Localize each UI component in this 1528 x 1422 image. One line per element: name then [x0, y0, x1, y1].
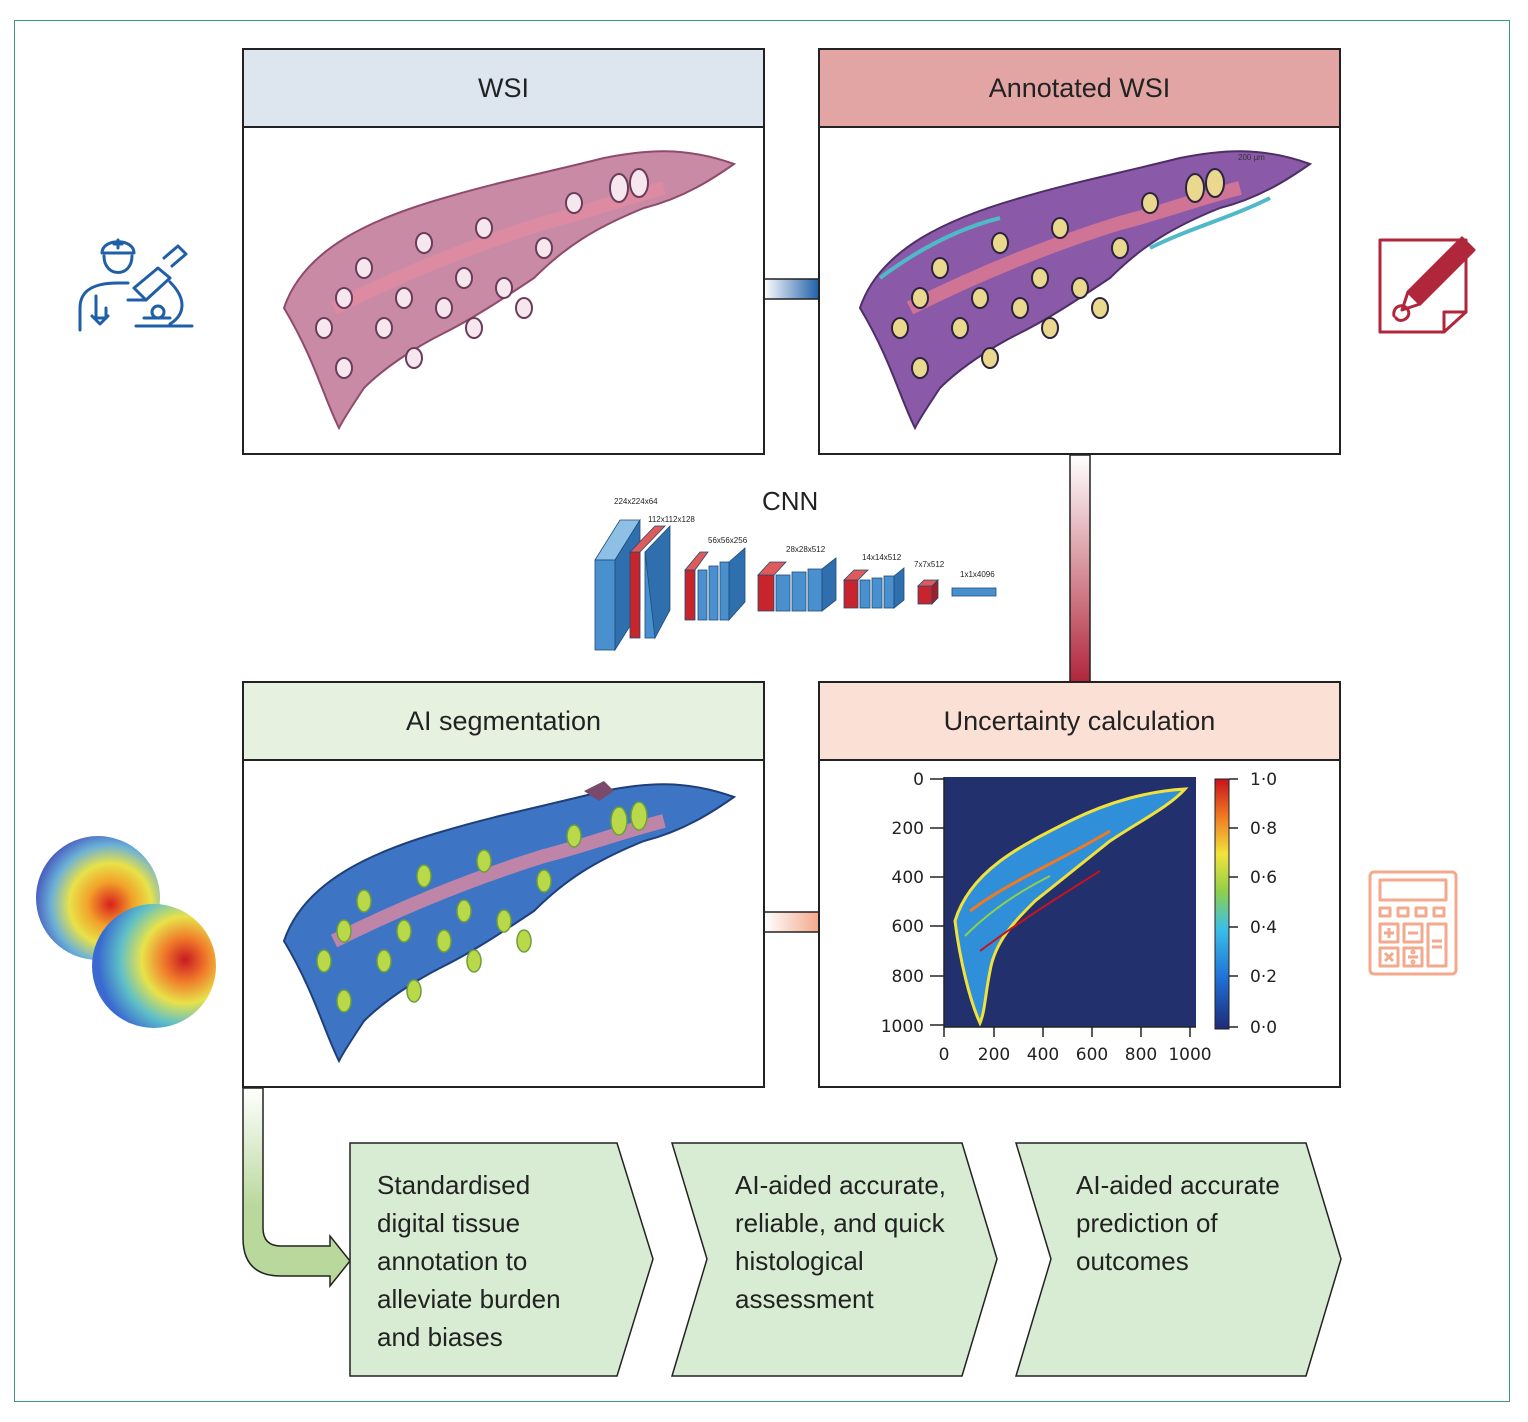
uncertainty-title: Uncertainty calculation: [943, 705, 1216, 736]
outcome-1-line-1: Standardised: [377, 1170, 531, 1200]
uncertainty-heatmap: 0 200 400 600 800 1000 0 200 400 600 8: [881, 770, 1277, 1065]
y-tick-1000: 1000: [881, 1017, 924, 1037]
annotated-wsi-panel: Annotated WSI 200 µm: [818, 48, 1341, 455]
wsi-header: WSI: [244, 50, 763, 128]
annotated-tissue-image: 200 µm: [858, 150, 1313, 431]
cnn-layer-label-2: 112x112x128: [648, 515, 695, 524]
outcome-2-line-4: assessment: [735, 1284, 874, 1314]
outcome-3-line-3: outcomes: [1076, 1246, 1189, 1276]
cnn-layer-label-4: 28x28x512: [786, 545, 826, 554]
cbar-tick-1: 1·0: [1250, 770, 1277, 790]
annotated-wsi-image-area: 200 µm: [820, 128, 1339, 453]
outcome-text-3: AI-aided accurate prediction of outcomes: [1076, 1166, 1280, 1280]
y-tick-400: 400: [892, 868, 924, 888]
wsi-tissue-image: [282, 150, 737, 431]
outcome-arrow-1: [349, 1142, 654, 1377]
cnn-layer-label-7: 1x1x4096: [960, 570, 995, 579]
outcome-3-line-1: AI-aided accurate: [1076, 1170, 1280, 1200]
x-tick-800: 800: [1125, 1045, 1157, 1065]
outcome-2-line-2: reliable, and quick: [735, 1208, 945, 1238]
cnn-architecture: 224x224x64 112x112x128 56x56x256 28x28x5…: [594, 497, 997, 652]
uncertainty-header: Uncertainty calculation: [820, 683, 1339, 761]
wsi-image-area: [244, 128, 763, 453]
colorbar: [1214, 778, 1230, 1030]
cnn-layer-label-6: 7x7x512: [914, 560, 945, 569]
cbar-tick-0: 0·0: [1250, 1018, 1277, 1038]
outcome-2-line-1: AI-aided accurate,: [735, 1170, 947, 1200]
heatmap-circles-icon: [36, 836, 216, 1028]
x-tick-600: 600: [1076, 1045, 1108, 1065]
x-tick-0: 0: [939, 1045, 950, 1065]
ai-segmentation-image-area: [244, 761, 763, 1086]
ai-segmentation-header: AI segmentation: [244, 683, 763, 761]
cnn-layer-label-5: 14x14x512: [862, 553, 902, 562]
outcome-1-line-3: annotation to: [377, 1246, 528, 1276]
outcome-arrow-3: [1014, 1142, 1342, 1377]
heatmap-circle-2: [92, 904, 216, 1028]
annotated-wsi-header: Annotated WSI: [820, 50, 1339, 128]
figure-frame: [14, 20, 1510, 1402]
annotated-scale-label: 200 µm: [1238, 153, 1265, 162]
wsi-panel: WSI: [242, 48, 765, 455]
cbar-tick-0.8: 0·8: [1250, 819, 1277, 839]
outcome-arrow-2: [670, 1142, 998, 1377]
outcome-2-line-3: histological: [735, 1246, 864, 1276]
calculator-icon: [1368, 870, 1458, 976]
uncertainty-panel: Uncertainty calculation: [818, 681, 1341, 1088]
wsi-title: WSI: [478, 72, 529, 103]
pathologist-microscope-icon: [78, 238, 194, 332]
uncertainty-image-area: 0 200 400 600 800 1000 0 200 400 600 8: [820, 761, 1339, 1086]
y-tick-600: 600: [892, 917, 924, 937]
y-tick-0: 0: [913, 770, 924, 790]
cbar-tick-0.2: 0·2: [1250, 967, 1277, 987]
x-tick-400: 400: [1027, 1045, 1059, 1065]
outcome-text-1: Standardised digital tissue annotation t…: [377, 1166, 561, 1356]
cbar-tick-0.6: 0·6: [1250, 868, 1277, 888]
outcome-text-2: AI-aided accurate, reliable, and quick h…: [735, 1166, 946, 1318]
outcome-3-line-2: prediction of: [1076, 1208, 1218, 1238]
y-tick-200: 200: [892, 819, 924, 839]
pencil-document-icon: [1378, 236, 1476, 334]
x-tick-1000: 1000: [1168, 1045, 1211, 1065]
ai-segmentation-panel: AI segmentation: [242, 681, 765, 1088]
cnn-layer-label-1: 224x224x64: [614, 497, 658, 506]
segmentation-tissue-image: [282, 781, 737, 1064]
y-tick-800: 800: [892, 967, 924, 987]
outcome-1-line-4: alleviate burden: [377, 1284, 561, 1314]
outcome-1-line-5: and biases: [377, 1322, 503, 1352]
cnn-block-fc: [951, 587, 997, 597]
x-tick-200: 200: [978, 1045, 1010, 1065]
annotated-wsi-title: Annotated WSI: [988, 72, 1171, 103]
ai-segmentation-title: AI segmentation: [405, 705, 602, 736]
cnn-title: CNN: [762, 486, 819, 516]
outcome-1-line-2: digital tissue: [377, 1208, 521, 1238]
cnn-layer-label-3: 56x56x256: [708, 536, 748, 545]
cbar-tick-0.4: 0·4: [1250, 918, 1277, 938]
